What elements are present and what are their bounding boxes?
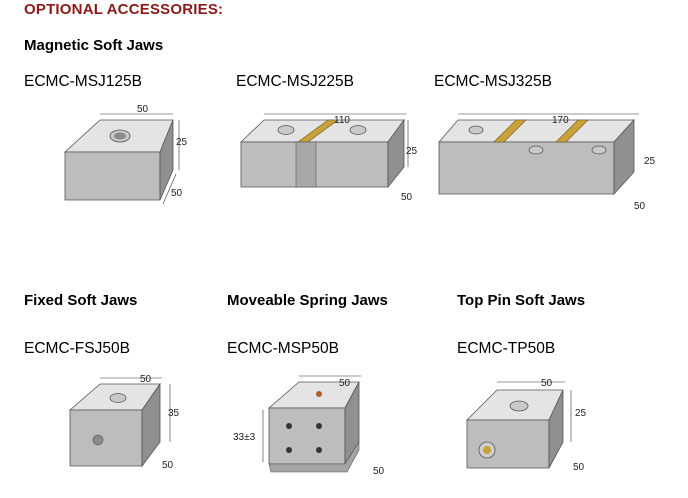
dim-depth: 50 xyxy=(373,466,385,477)
section-title: OPTIONAL ACCESSORIES: xyxy=(24,1,224,18)
model-label-fsj50b: ECMC-FSJ50B xyxy=(24,340,130,357)
dim-height: 25 xyxy=(575,408,587,419)
model-label-msj125b: ECMC-MSJ125B xyxy=(24,73,142,90)
dim-depth: 50 xyxy=(573,462,585,473)
dim-width: 50 xyxy=(339,378,351,389)
dim-width: 50 xyxy=(140,374,152,385)
jaw-illustration-fsj50b: 50 35 50 xyxy=(68,374,180,471)
group-title-magnetic: Magnetic Soft Jaws xyxy=(24,37,164,54)
jaw-illustration-msp50b: 50 33±3 50 xyxy=(233,375,385,477)
dim-depth: 50 xyxy=(401,192,413,203)
model-label-tp50b: ECMC-TP50B xyxy=(457,340,556,357)
jaw-illustration-msj125b: 50 25 50 xyxy=(63,104,188,205)
jaw-illustration-msj225b: 110 25 50 xyxy=(240,113,418,203)
group-title-fixed: Fixed Soft Jaws xyxy=(24,292,138,309)
dim-height: 25 xyxy=(406,146,418,157)
dim-depth: 50 xyxy=(634,201,646,212)
dim-height: 25 xyxy=(176,137,188,148)
dim-height: 33±3 xyxy=(233,432,256,443)
dim-height: 35 xyxy=(168,408,180,419)
model-label-msj325b: ECMC-MSJ325B xyxy=(434,73,552,90)
dim-width: 50 xyxy=(137,104,149,115)
model-label-msj225b: ECMC-MSJ225B xyxy=(236,73,354,90)
dim-height: 25 xyxy=(644,156,656,167)
dim-width: 50 xyxy=(541,378,553,389)
group-title-toppin: Top Pin Soft Jaws xyxy=(457,292,586,309)
group-title-moveable: Moveable Spring Jaws xyxy=(227,292,388,309)
dim-width: 110 xyxy=(334,115,350,126)
dim-width: 170 xyxy=(552,115,569,126)
jaw-illustration-tp50b: 50 25 50 xyxy=(466,378,587,473)
dim-depth: 50 xyxy=(171,188,183,199)
jaw-illustration-msj325b: 170 25 50 xyxy=(438,113,656,212)
model-label-msp50b: ECMC-MSP50B xyxy=(227,340,339,357)
dim-depth: 50 xyxy=(162,460,174,471)
